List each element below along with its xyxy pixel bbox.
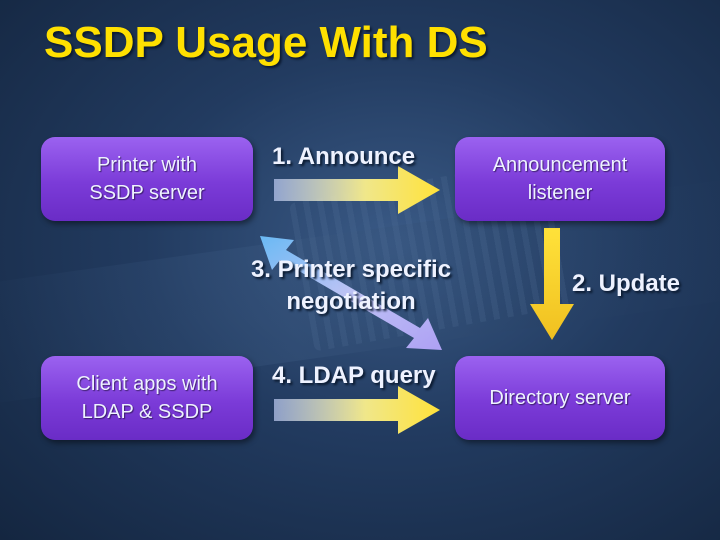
announcement-listener-label: Announcement listener	[492, 154, 628, 204]
update-arrow	[530, 228, 574, 340]
slide-title: SSDP Usage With DS	[44, 18, 488, 67]
directory-server-box: Directory server	[455, 356, 665, 440]
directory-server-label: Directory server	[489, 387, 631, 409]
announcement-listener-box: Announcement listener	[455, 137, 665, 221]
client-apps-label: Client apps with LDAP & SSDP	[76, 373, 218, 423]
step-ldap-query-label: 4. LDAP query	[272, 362, 436, 389]
step-announce-label: 1. Announce	[272, 143, 416, 170]
ldap-query-arrow	[274, 386, 440, 434]
step-negotiation-label: 3. Printer specific negotiation	[250, 256, 452, 315]
step-update-label: 2. Update	[572, 270, 681, 297]
client-apps-box: Client apps with LDAP & SSDP	[41, 356, 253, 440]
announce-arrow	[274, 166, 440, 214]
printer-ssdp-server-box: Printer with SSDP server	[41, 137, 253, 221]
printer-ssdp-server-label: Printer with SSDP server	[89, 154, 205, 204]
negotiation-arrow	[260, 236, 442, 350]
